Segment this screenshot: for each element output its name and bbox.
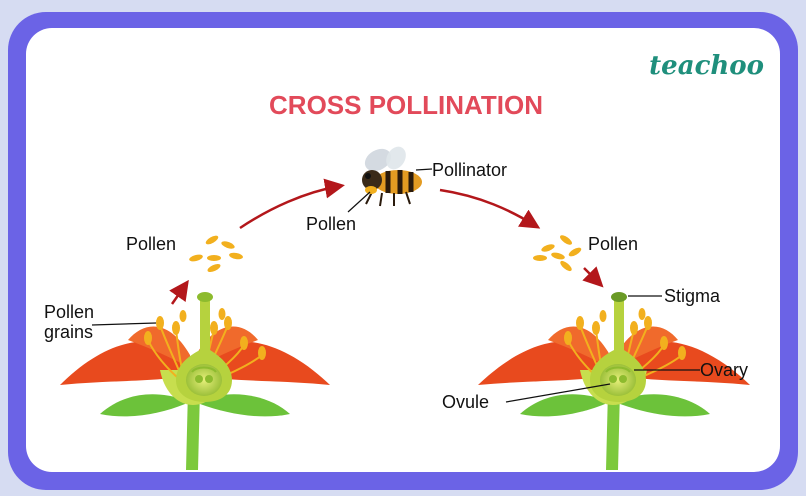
right-flower <box>478 292 750 470</box>
pollen-cluster-right <box>533 234 583 273</box>
label-pollen-right: Pollen <box>588 234 638 254</box>
diagram-title: CROSS POLLINATION <box>269 90 543 120</box>
pollen-cluster-left <box>188 234 243 274</box>
label-ovule: Ovule <box>442 392 489 412</box>
label-stigma: Stigma <box>664 286 721 306</box>
label-pollen-bee: Pollen <box>306 214 356 234</box>
label-pollen-grains-line1: Pollen <box>44 302 94 322</box>
label-pollen-left: Pollen <box>126 234 176 254</box>
label-ovary: Ovary <box>700 360 748 380</box>
label-pollen-grains-line2: grains <box>44 322 93 342</box>
left-flower <box>60 292 330 470</box>
label-pollinator: Pollinator <box>432 160 507 180</box>
arrow-up-icon <box>172 284 186 304</box>
arrow-to-stigma-icon <box>584 268 600 284</box>
bee-icon <box>361 143 422 206</box>
arrow-from-bee-icon <box>440 190 536 226</box>
stigma-icon <box>611 292 627 302</box>
pointer-pollen-grains <box>92 323 156 325</box>
pointer-pollinator <box>416 169 432 170</box>
brand-logo: teachoo <box>649 51 764 81</box>
